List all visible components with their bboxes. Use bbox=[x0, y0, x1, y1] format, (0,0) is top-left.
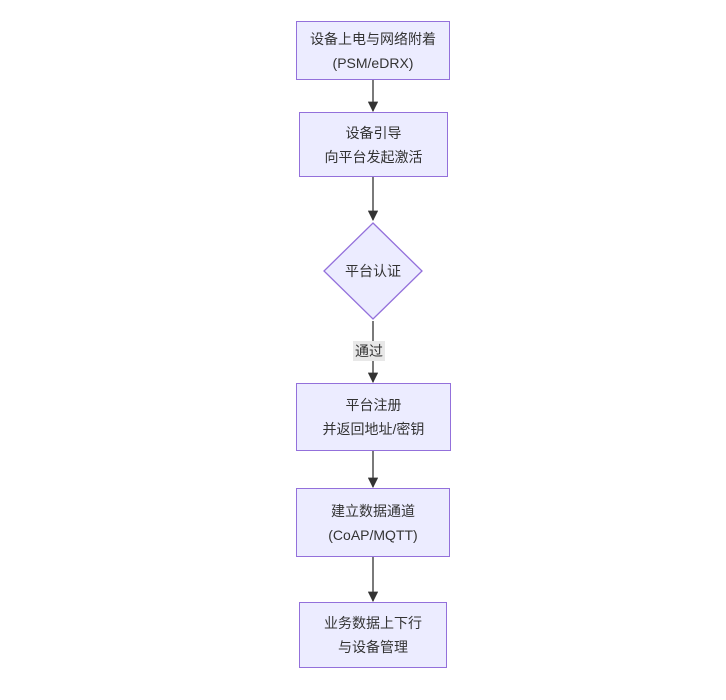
node-device-power-attach: 设备上电与网络附着 (PSM/eDRX) bbox=[296, 21, 450, 80]
node-label-line: 并返回地址/密钥 bbox=[322, 421, 425, 437]
node-label-line: 平台注册 bbox=[345, 397, 402, 413]
decision-label: 平台认证 bbox=[345, 263, 401, 279]
edge-label-pass: 通过 bbox=[353, 341, 385, 361]
node-label-line: 业务数据上下行 bbox=[324, 615, 422, 631]
node-label-line: 设备上电与网络附着 bbox=[310, 30, 436, 47]
node-label-line: 设备引导 bbox=[345, 124, 402, 141]
node-data-channel: 建立数据通道 (CoAP/MQTT) bbox=[296, 488, 450, 557]
node-business-data-management: 业务数据上下行 与设备管理 bbox=[299, 602, 447, 668]
node-label-line: 向平台发起激活 bbox=[324, 148, 423, 165]
node-platform-register: 平台注册 并返回地址/密钥 bbox=[296, 383, 451, 451]
diamond-shape-icon bbox=[323, 222, 423, 320]
node-label-line: (PSM/eDRX) bbox=[332, 54, 414, 71]
decision-platform-auth: 平台认证 bbox=[322, 221, 424, 321]
node-device-bootstrap-activate: 设备引导 向平台发起激活 bbox=[299, 112, 448, 177]
node-label-line: 与设备管理 bbox=[338, 639, 408, 655]
node-label-line: 建立数据通道 bbox=[331, 502, 415, 519]
node-label-line: (CoAP/MQTT) bbox=[328, 526, 418, 543]
